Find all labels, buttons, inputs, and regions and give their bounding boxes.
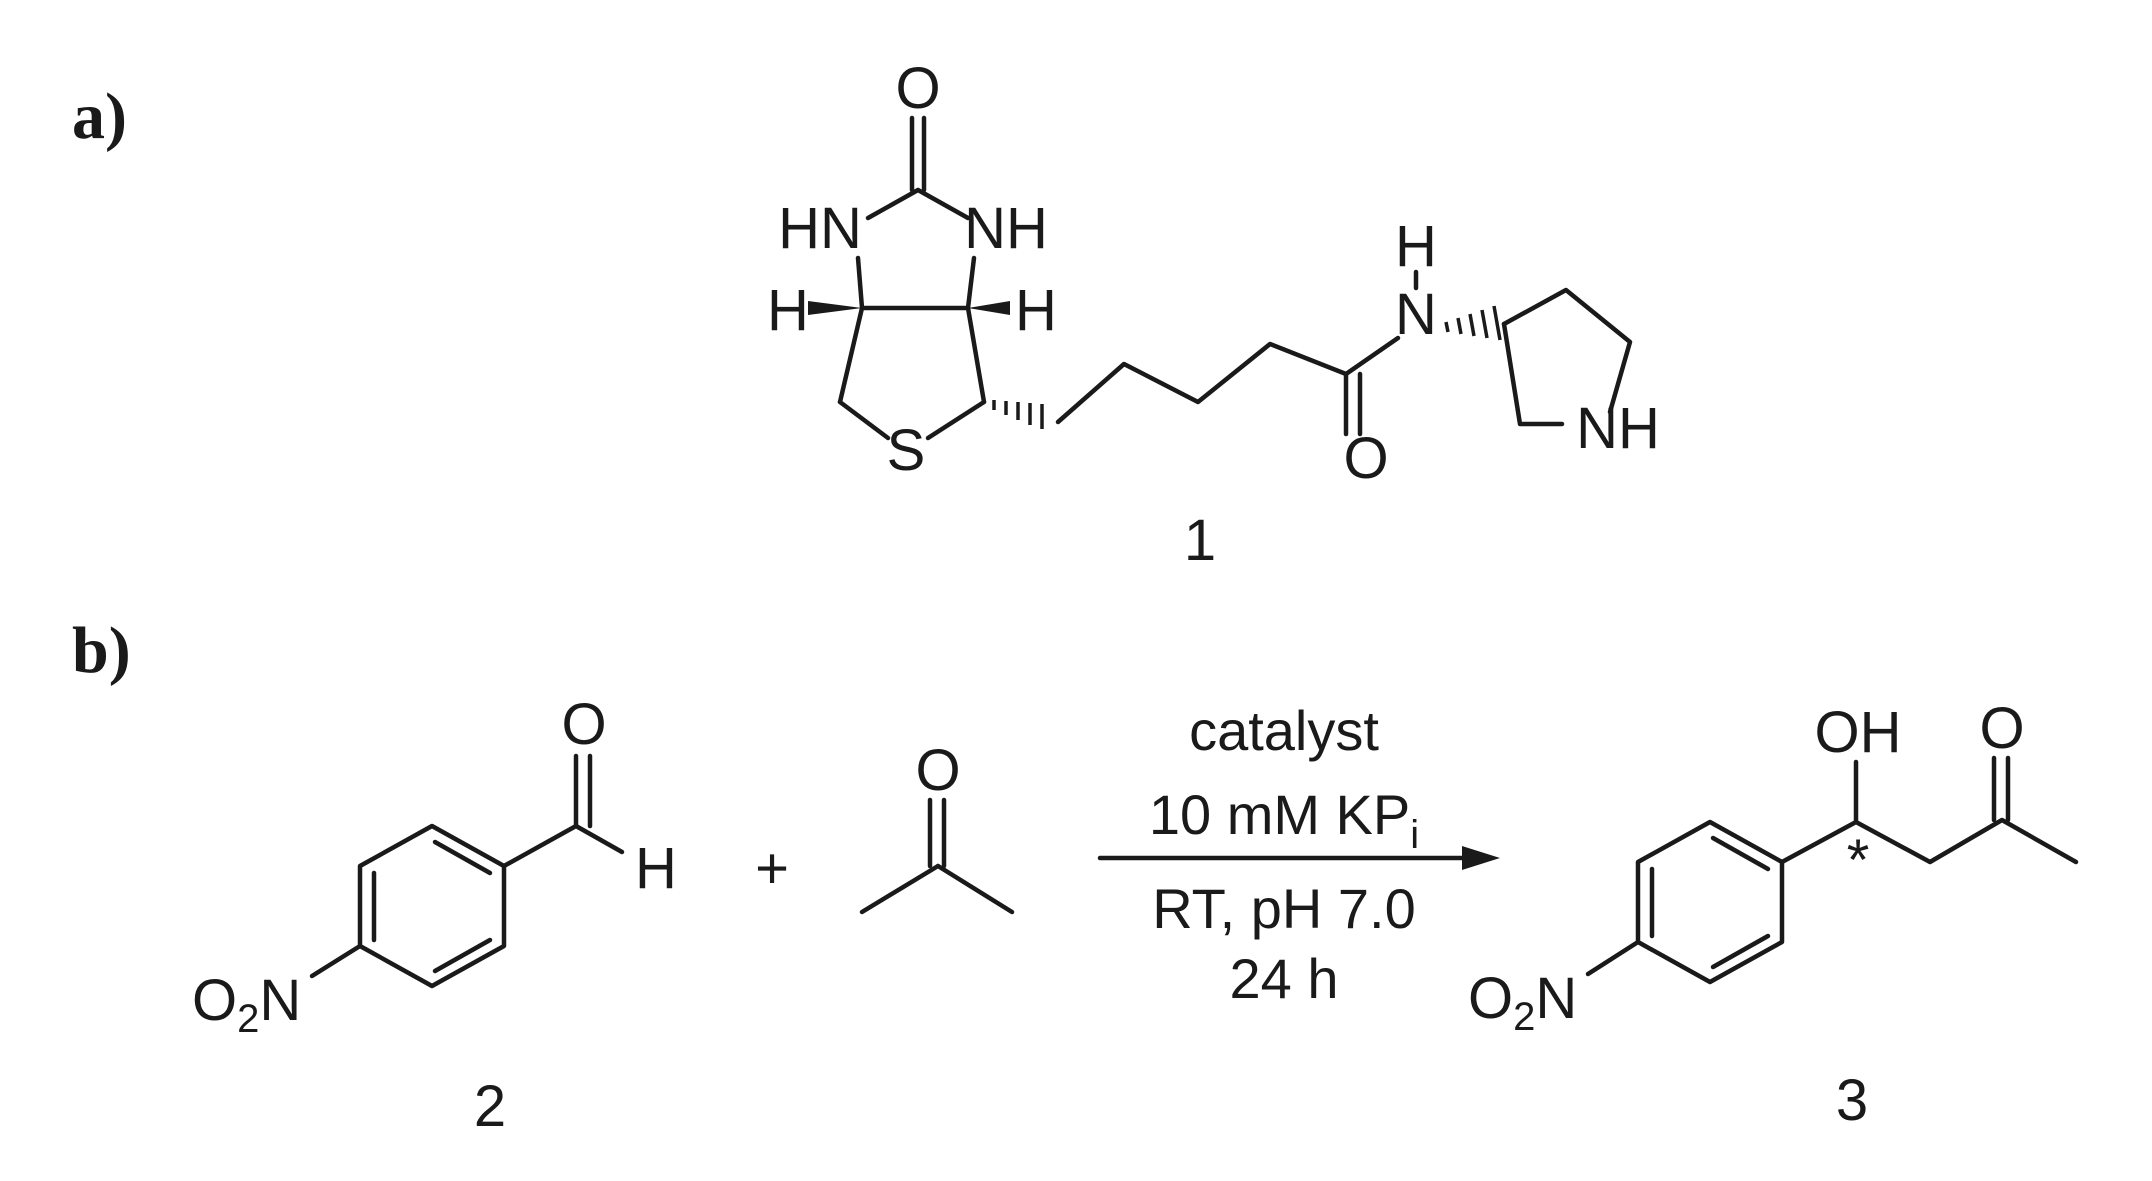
aromatic-bond [432,937,493,974]
atom-oxygen-ketone: O [1979,696,2024,761]
aromatic-bond [1710,933,1771,970]
atom-hydroxyl: OH [1815,700,1902,765]
atom-h-left: H [767,278,809,343]
compound-number-1: 1 [1184,508,1216,573]
stereo-hash [992,400,1044,429]
bond [1343,335,1401,377]
aromatic-bond [432,839,493,876]
compound-number-2: 2 [474,1074,506,1139]
condition-catalyst: catalyst [1189,699,1379,762]
compound-3-structure: OH * O O2N [1468,696,2079,1039]
compound-number-3: 3 [1836,1068,1868,1133]
atom-oxygen: O [895,56,940,121]
panel-b-label: b) [72,614,131,687]
bond [573,823,625,855]
bond [965,305,987,405]
atom-oxygen: O [915,738,960,803]
stereo-wedge [968,301,1010,315]
panel-a-label: a) [72,80,127,153]
bond [855,255,865,311]
atom-nh: NH [964,196,1048,261]
plus-sign: + [755,836,789,901]
stereocenter-asterisk: * [1847,828,1870,893]
benzene-ring [357,823,507,989]
bond [865,187,921,221]
atom-oxygen: O [561,692,606,757]
atom-h-right: H [1015,278,1057,343]
acetone-structure: O [859,738,1015,915]
bond [859,863,941,915]
condition-temp-ph: RT, pH 7.0 [1152,877,1416,940]
bond [309,943,363,979]
compound-2-structure: O H O2N [192,692,677,1041]
bond [935,863,1015,915]
nitro-group: O2N [192,968,301,1041]
condition-buffer: 10 mM KPi [1149,783,1419,857]
atom-sulfur: S [887,418,926,483]
atom-ring-nh: NH [1576,396,1660,461]
benzene-ring [1635,819,1785,985]
atom-hn: HN [778,196,862,261]
condition-time: 24 h [1230,947,1339,1010]
alkyl-chain [1055,341,1349,425]
compound-1-structure: O HN NH H H S O [767,56,1660,491]
stereo-hash [1444,305,1502,341]
arrow-head [1462,846,1500,870]
bond [925,399,987,441]
nitro-group: O2N [1468,966,1577,1039]
atom-amide-n: N [1395,282,1437,347]
atom-oxygen-amide: O [1343,426,1388,491]
pyrrolidine-ring [1501,287,1633,415]
atom-amide-h: H [1395,214,1437,279]
bond [915,187,971,221]
bond [965,255,977,311]
bond [1585,939,1641,977]
stereo-wedge [808,301,862,315]
atom-h: H [635,836,677,901]
side-chain [1779,817,2079,865]
pyrrolidine-ring [1501,321,1565,427]
bond [837,305,865,405]
bond [837,399,891,441]
bond [501,823,579,869]
aromatic-bond [1710,835,1771,872]
